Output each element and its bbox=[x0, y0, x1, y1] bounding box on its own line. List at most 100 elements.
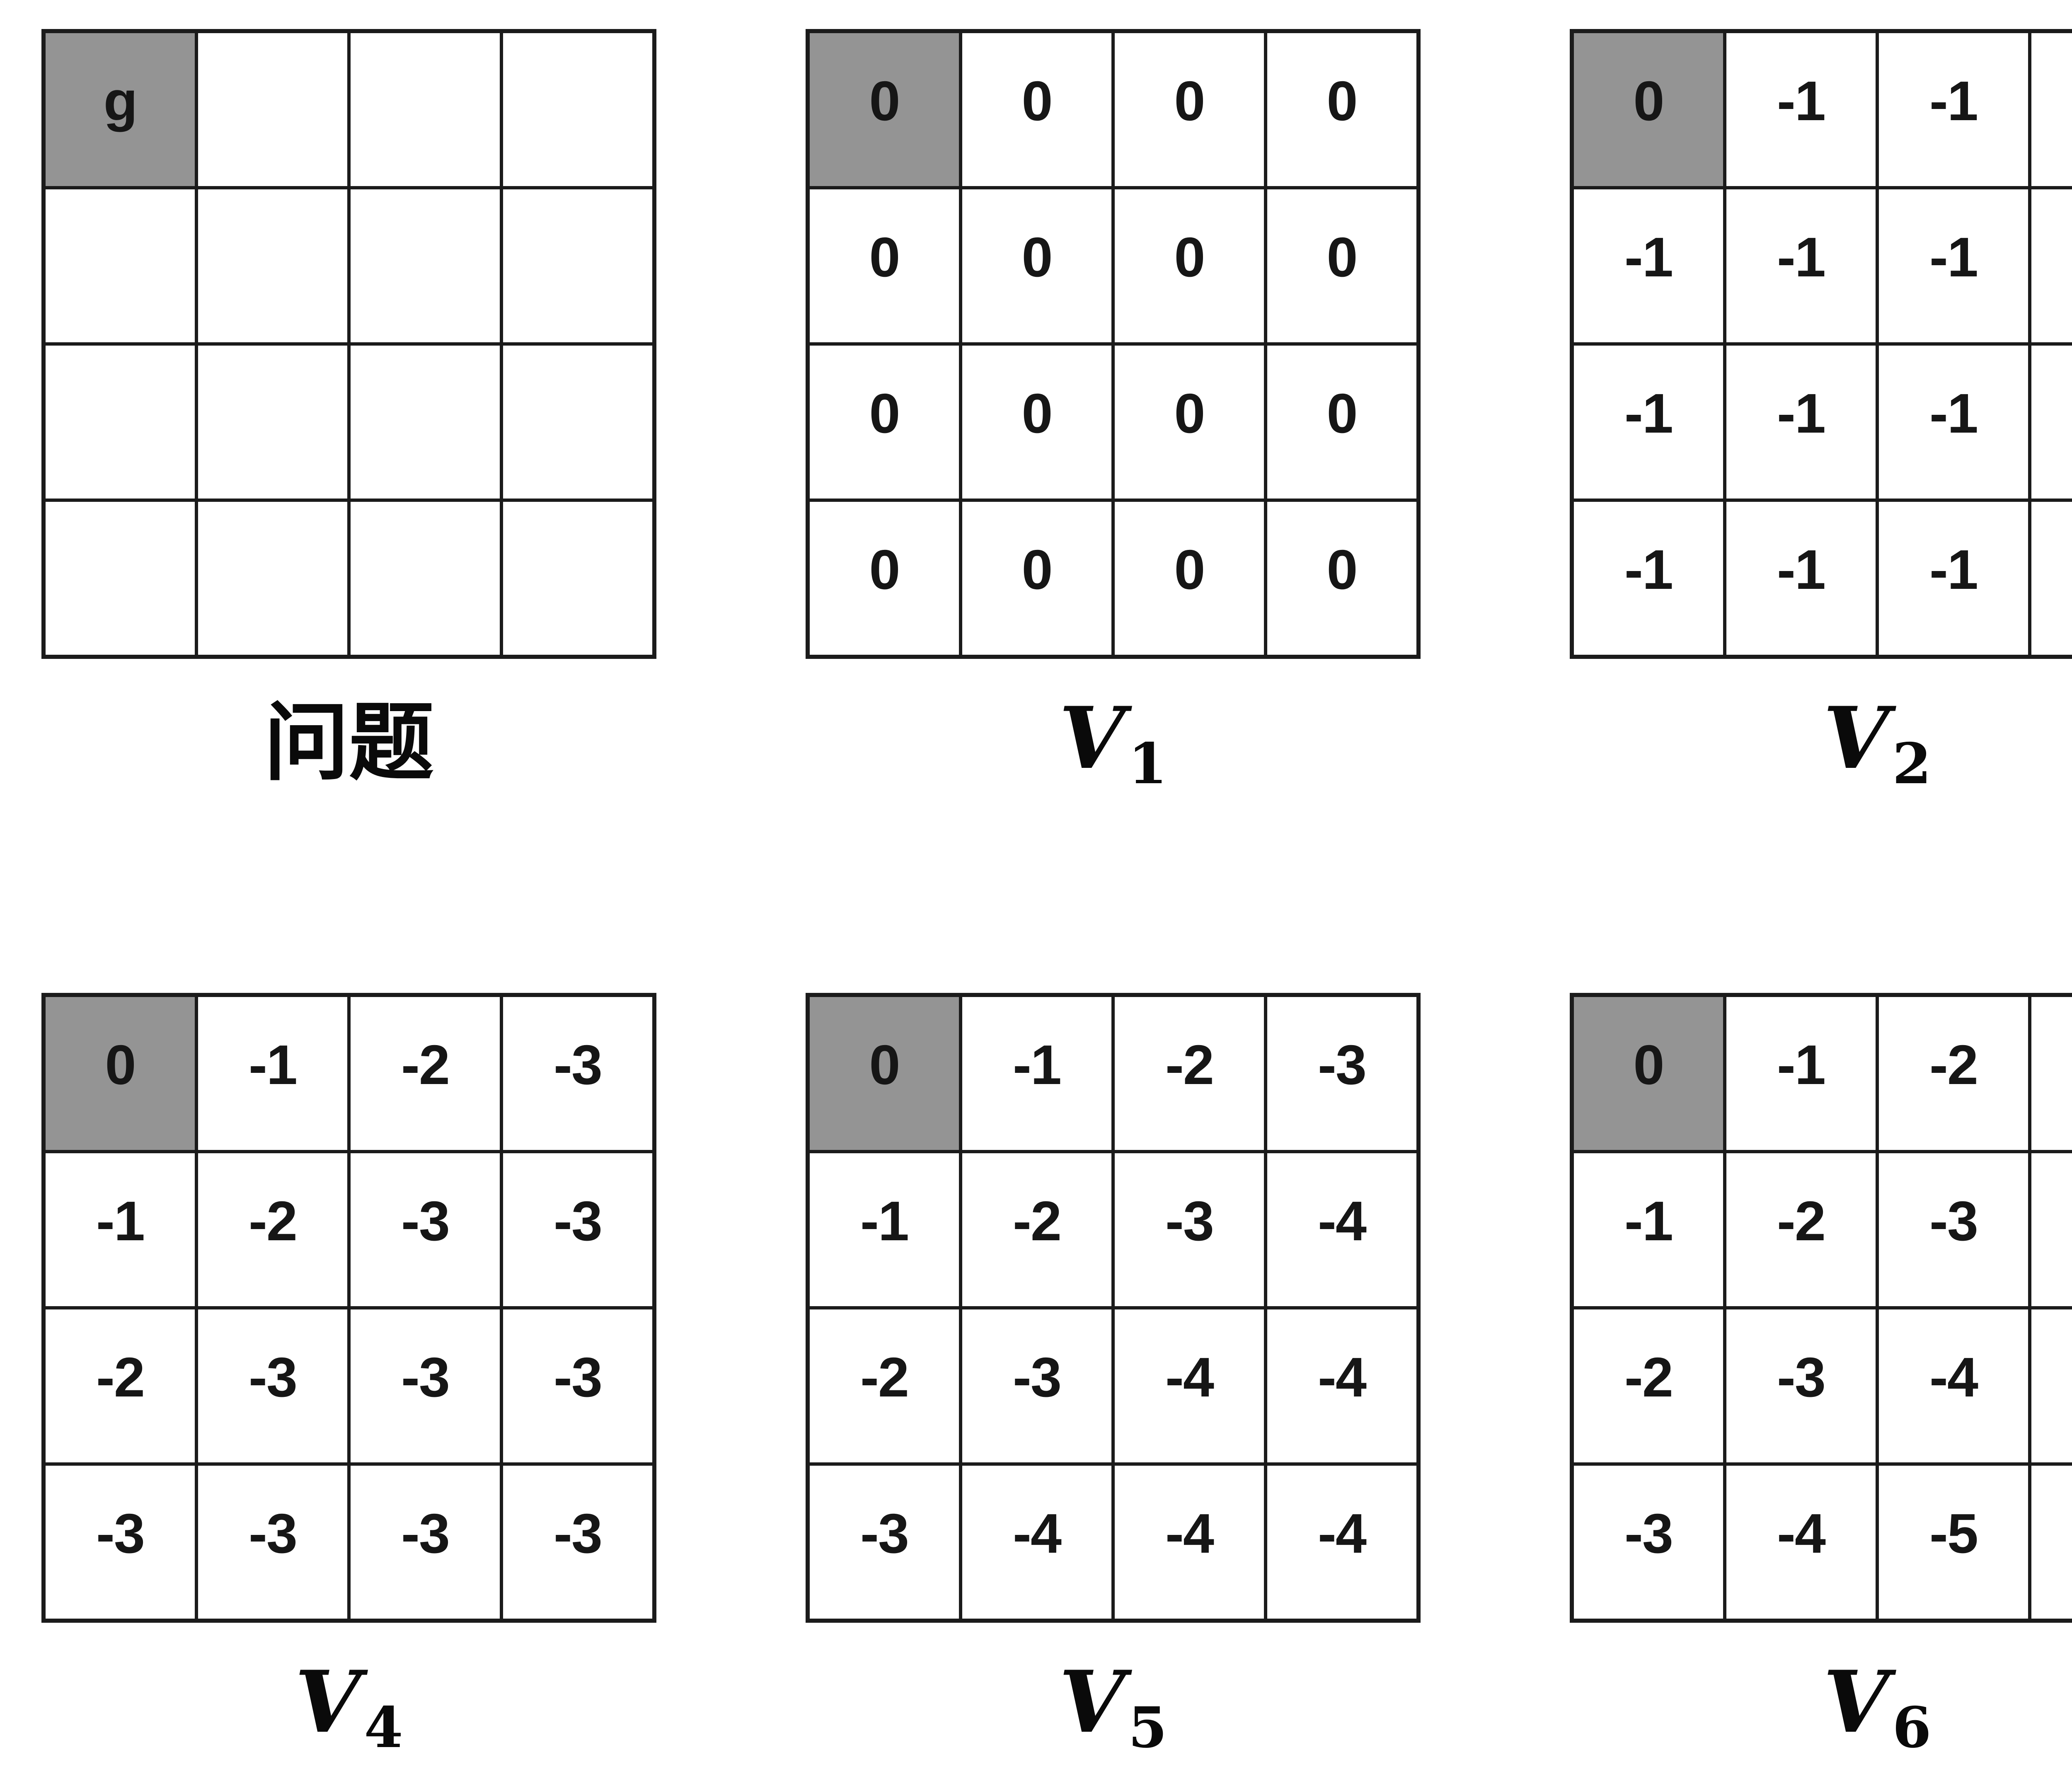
cell-v1-r0c0-highlighted: 0 bbox=[808, 31, 961, 188]
cell-v6-r3c1: -4 bbox=[1725, 1464, 1877, 1620]
cell-v6-r1c0: -1 bbox=[1572, 1152, 1725, 1308]
cell-problem-r2c0 bbox=[44, 344, 196, 500]
cell-v5-r0c3: -3 bbox=[1266, 995, 1418, 1152]
cell-v1-r0c2: 0 bbox=[1113, 31, 1266, 188]
grid-v5: 0-1-2-3-1-2-3-4-2-3-4-4-3-4-4-4 bbox=[806, 993, 1421, 1623]
cell-v2-r1c0: -1 bbox=[1572, 188, 1725, 344]
cell-v5-r0c0-highlighted: 0 bbox=[808, 995, 961, 1152]
cell-v5-r3c1: -4 bbox=[961, 1464, 1113, 1620]
cell-v6-r0c3: -3 bbox=[2030, 995, 2072, 1152]
cell-v4-r3c0: -3 bbox=[44, 1464, 196, 1620]
cell-v4-r0c3: -3 bbox=[501, 995, 654, 1152]
cell-v4-r3c1: -3 bbox=[196, 1464, 349, 1620]
cell-v6-r2c1: -3 bbox=[1725, 1308, 1877, 1464]
cell-problem-r0c1 bbox=[196, 31, 349, 188]
cell-v4-r0c1: -1 bbox=[196, 995, 349, 1152]
cell-v4-r2c1: -3 bbox=[196, 1308, 349, 1464]
cell-problem-r2c1 bbox=[196, 344, 349, 500]
cell-v5-r3c0: -3 bbox=[808, 1464, 961, 1620]
cell-v1-r1c0: 0 bbox=[808, 188, 961, 344]
panel-label-subscript: 5 bbox=[1128, 1694, 1167, 1760]
cell-v4-r1c3: -3 bbox=[501, 1152, 654, 1308]
cell-v1-r3c1: 0 bbox=[961, 500, 1113, 656]
cell-v6-r3c0: -3 bbox=[1572, 1464, 1725, 1620]
panel-label-base: V bbox=[1823, 689, 1889, 788]
panel-problem: g 问题 bbox=[41, 29, 656, 820]
cell-v6-r1c2: -3 bbox=[1877, 1152, 2030, 1308]
cell-problem-r0c0-highlighted: g bbox=[44, 31, 196, 188]
cell-v2-r3c0: -1 bbox=[1572, 500, 1725, 656]
cell-problem-r0c2 bbox=[349, 31, 501, 188]
cell-v1-r0c3: 0 bbox=[1266, 31, 1418, 188]
grid-v2: 0-1-1-1-1-1-1-1-1-1-1-1-1-1-1-1 bbox=[1570, 29, 2072, 659]
panel-label-subscript: 6 bbox=[1892, 1694, 1932, 1760]
cell-v1-r1c3: 0 bbox=[1266, 188, 1418, 344]
panel-v6: 0-1-2-3-1-2-3-4-2-3-4-5-3-4-5-5V6 bbox=[1570, 993, 2072, 1774]
cell-v5-r3c3: -4 bbox=[1266, 1464, 1418, 1620]
cell-v4-r0c2: -2 bbox=[349, 995, 501, 1152]
panel-label-problem: 问题 bbox=[264, 696, 434, 820]
cell-v6-r2c3: -5 bbox=[2030, 1308, 2072, 1464]
cell-v2-r0c1: -1 bbox=[1725, 31, 1877, 188]
cell-v1-r2c3: 0 bbox=[1266, 344, 1418, 500]
panel-label-subscript: 2 bbox=[1892, 731, 1932, 796]
cell-v5-r0c2: -2 bbox=[1113, 995, 1266, 1152]
cell-v1-r3c0: 0 bbox=[808, 500, 961, 656]
cell-v1-r0c1: 0 bbox=[961, 31, 1113, 188]
cell-v6-r0c0-highlighted: 0 bbox=[1572, 995, 1725, 1152]
cell-v1-r1c2: 0 bbox=[1113, 188, 1266, 344]
cell-v5-r2c1: -3 bbox=[961, 1308, 1113, 1464]
cell-problem-r1c2 bbox=[349, 188, 501, 344]
cell-v1-r2c1: 0 bbox=[961, 344, 1113, 500]
grid-v6: 0-1-2-3-1-2-3-4-2-3-4-5-3-4-5-5 bbox=[1570, 993, 2072, 1623]
grid-problem: g bbox=[41, 29, 656, 659]
cell-v6-r1c1: -2 bbox=[1725, 1152, 1877, 1308]
panel-label-base: V bbox=[1823, 1653, 1889, 1752]
cell-v6-r2c2: -4 bbox=[1877, 1308, 2030, 1464]
cell-problem-r1c3 bbox=[501, 188, 654, 344]
cell-v2-r1c1: -1 bbox=[1725, 188, 1877, 344]
cell-v2-r2c1: -1 bbox=[1725, 344, 1877, 500]
panel-label-text: 问题 bbox=[264, 693, 434, 792]
cell-problem-r3c0 bbox=[44, 500, 196, 656]
cell-v5-r3c2: -4 bbox=[1113, 1464, 1266, 1620]
cell-v2-r3c2: -1 bbox=[1877, 500, 2030, 656]
cell-v2-r0c2: -1 bbox=[1877, 31, 2030, 188]
cell-problem-r3c1 bbox=[196, 500, 349, 656]
cell-v2-r2c0: -1 bbox=[1572, 344, 1725, 500]
cell-v4-r3c3: -3 bbox=[501, 1464, 654, 1620]
cell-v4-r3c2: -3 bbox=[349, 1464, 501, 1620]
cell-problem-r1c0 bbox=[44, 188, 196, 344]
cell-v2-r0c0-highlighted: 0 bbox=[1572, 31, 1725, 188]
cell-v2-r3c1: -1 bbox=[1725, 500, 1877, 656]
cell-v4-r2c2: -3 bbox=[349, 1308, 501, 1464]
cell-problem-r1c1 bbox=[196, 188, 349, 344]
cell-v2-r1c3: -1 bbox=[2030, 188, 2072, 344]
cell-v5-r1c3: -4 bbox=[1266, 1152, 1418, 1308]
cell-v1-r3c2: 0 bbox=[1113, 500, 1266, 656]
panel-label-base: V bbox=[1059, 689, 1125, 788]
cell-v6-r3c2: -5 bbox=[1877, 1464, 2030, 1620]
cell-v4-r2c0: -2 bbox=[44, 1308, 196, 1464]
cell-problem-r2c3 bbox=[501, 344, 654, 500]
panel-v2: 0-1-1-1-1-1-1-1-1-1-1-1-1-1-1-1V2 bbox=[1570, 29, 2072, 820]
cell-v2-r0c3: -1 bbox=[2030, 31, 2072, 188]
cell-v1-r3c3: 0 bbox=[1266, 500, 1418, 656]
panel-label-base: V bbox=[295, 1653, 361, 1752]
cell-v5-r2c0: -2 bbox=[808, 1308, 961, 1464]
cell-v6-r0c1: -1 bbox=[1725, 995, 1877, 1152]
cell-v1-r2c0: 0 bbox=[808, 344, 961, 500]
cell-v6-r3c3: -5 bbox=[2030, 1464, 2072, 1620]
cell-v5-r1c2: -3 bbox=[1113, 1152, 1266, 1308]
